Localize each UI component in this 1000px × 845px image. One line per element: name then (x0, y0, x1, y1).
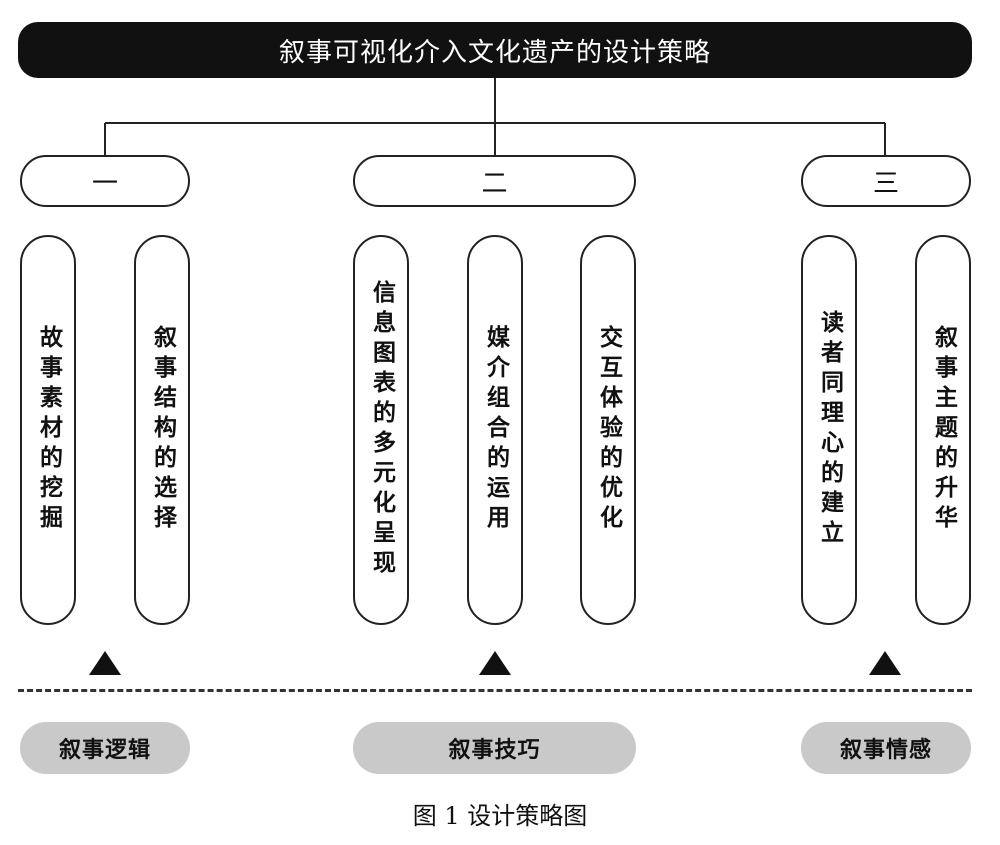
group-label-2: 二 (353, 155, 636, 207)
strategy-item-text: 故事素材的挖掘 (35, 325, 62, 535)
strategy-item: 信息图表的多元化呈现 (353, 235, 409, 625)
category-label-1: 叙事逻辑 (20, 722, 190, 774)
triangle-marker-2 (479, 651, 511, 675)
diagram-title: 叙事可视化介入文化遗产的设计策略 (18, 22, 972, 78)
strategy-item-text: 读者同理心的建立 (816, 310, 843, 550)
dashed-divider (18, 689, 972, 692)
strategy-item-text: 交互体验的优化 (595, 325, 622, 535)
strategy-item-text: 信息图表的多元化呈现 (368, 280, 395, 580)
strategy-item: 读者同理心的建立 (801, 235, 857, 625)
group-label-3: 三 (801, 155, 971, 207)
triangle-marker-3 (869, 651, 901, 675)
strategy-item: 叙事主题的升华 (915, 235, 971, 625)
strategy-item: 媒介组合的运用 (467, 235, 523, 625)
strategy-item-text: 叙事结构的选择 (149, 325, 176, 535)
strategy-item-text: 叙事主题的升华 (930, 325, 957, 535)
strategy-item: 交互体验的优化 (580, 235, 636, 625)
group-label-1: 一 (20, 155, 190, 207)
strategy-item-text: 媒介组合的运用 (482, 325, 509, 535)
strategy-item: 故事素材的挖掘 (20, 235, 76, 625)
strategy-item: 叙事结构的选择 (134, 235, 190, 625)
figure-caption: 图 1 设计策略图 (412, 802, 588, 830)
category-label-2: 叙事技巧 (353, 722, 636, 774)
triangle-marker-1 (89, 651, 121, 675)
category-label-3: 叙事情感 (801, 722, 971, 774)
